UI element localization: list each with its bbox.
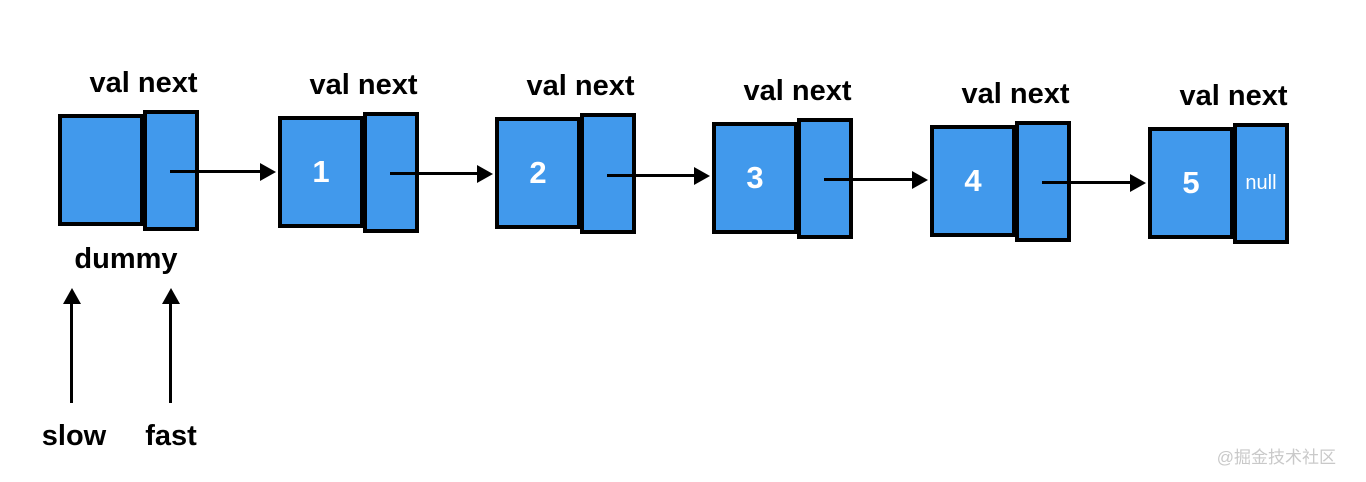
node-value: 3	[746, 160, 764, 195]
fast-pointer-arrow	[161, 288, 180, 403]
node-value: 4	[964, 163, 982, 198]
node-value: 1	[312, 154, 330, 189]
node-value: 5	[1182, 165, 1200, 200]
next-pointer-arrow	[170, 162, 276, 181]
slow-pointer-label: slow	[41, 420, 107, 452]
slow-pointer-arrow	[62, 288, 81, 403]
fast-pointer-label: fast	[145, 420, 197, 452]
dummy-node-label: dummy	[74, 243, 178, 275]
node-field-label: val next	[1179, 80, 1288, 112]
val-cell: 3	[712, 122, 798, 234]
watermark: @掘金技术社区	[1216, 448, 1336, 467]
node-value: 2	[529, 155, 547, 190]
val-cell: 2	[495, 117, 581, 229]
list-node-5: val next 5 null	[1148, 80, 1289, 244]
next-value: null	[1245, 172, 1277, 194]
val-cell: 4	[930, 125, 1016, 237]
next-cell	[580, 113, 636, 234]
val-cell: 1	[278, 116, 364, 228]
node-field-label: val next	[526, 70, 635, 102]
node-field-label: val next	[89, 67, 198, 99]
next-pointer-arrow	[1042, 173, 1146, 192]
node-field-label: val next	[961, 78, 1070, 110]
next-cell: null	[1233, 123, 1289, 244]
val-cell: 5	[1148, 127, 1234, 239]
node-field-label: val next	[743, 75, 852, 107]
list-node-2: val next 2	[495, 70, 636, 234]
next-pointer-arrow	[824, 170, 928, 189]
val-cell	[58, 114, 144, 226]
node-field-label: val next	[309, 69, 418, 101]
list-node-3: val next 3	[712, 75, 853, 239]
next-pointer-arrow	[390, 164, 493, 183]
next-pointer-arrow	[607, 166, 710, 185]
